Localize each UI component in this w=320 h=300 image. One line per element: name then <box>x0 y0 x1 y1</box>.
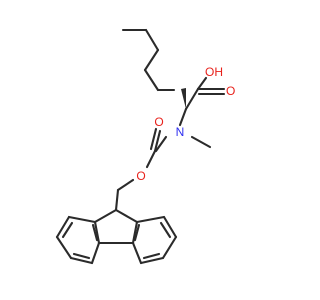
carbonyl-oxygen-label: O <box>226 84 235 98</box>
pentyl-chain <box>121 28 176 92</box>
carbamate-group <box>114 127 162 212</box>
oh-label: OH <box>205 65 223 79</box>
nitrogen-label: N <box>176 125 185 139</box>
amine-group <box>154 107 212 153</box>
fluorene-ring-system <box>55 208 178 265</box>
stereo-wedge-bond <box>181 88 186 109</box>
carbamate-oxygen-label: O <box>154 115 163 129</box>
carboxylic-acid-group <box>181 76 226 111</box>
ester-oxygen-label: O <box>136 169 145 183</box>
structure-diagram: OH O N O O <box>55 28 235 265</box>
molecule-canvas: OH O N O O <box>55 28 235 265</box>
